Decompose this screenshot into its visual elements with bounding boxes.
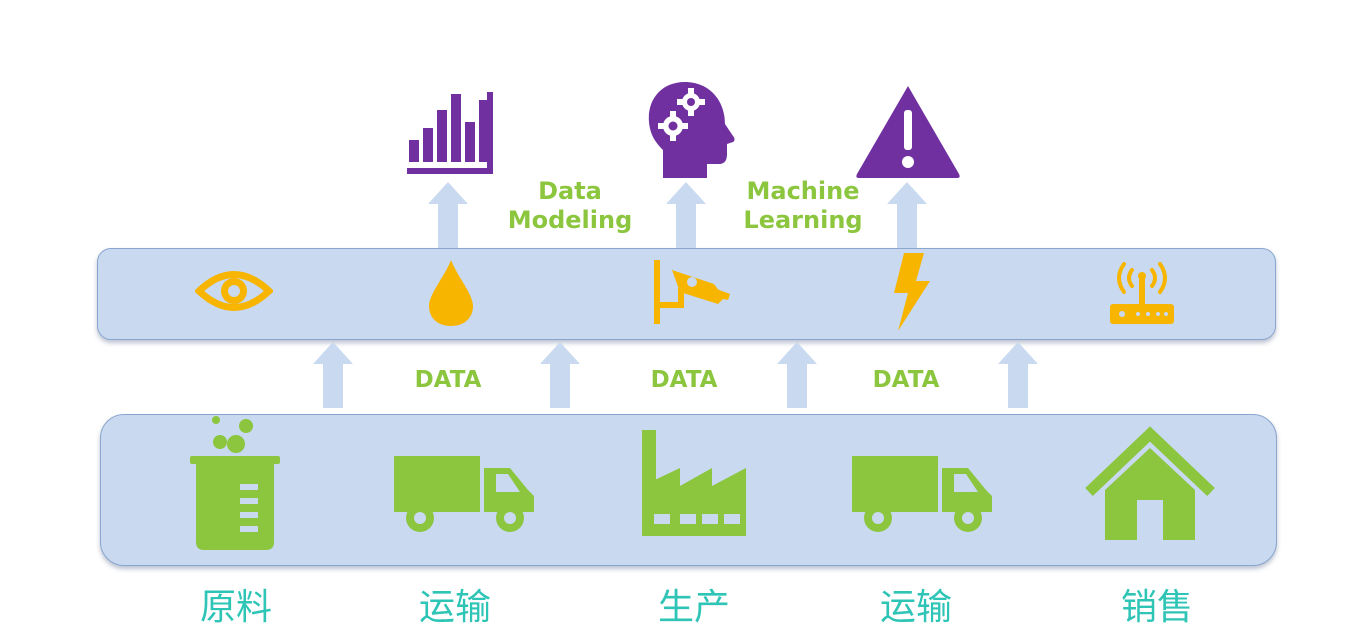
beaker-icon [188, 414, 282, 554]
machine-learning-label: Machine Learning [743, 177, 863, 234]
warning-triangle-icon [853, 82, 963, 180]
factory-icon [640, 428, 748, 538]
up-arrow [540, 342, 580, 408]
stage-label-transport: 运输 [879, 587, 952, 628]
security-camera-icon [654, 258, 734, 326]
head-gears-icon [645, 80, 735, 180]
wifi-router-icon [1108, 260, 1176, 326]
stage-label-sales: 销售 [1120, 587, 1193, 628]
house-icon [1083, 426, 1217, 542]
stage-label-transport: 运输 [418, 587, 491, 628]
data-label: DATA [872, 367, 940, 393]
stage-label-raw-materials: 原料 [199, 587, 272, 628]
droplet-icon [427, 258, 475, 328]
eye-icon [193, 268, 275, 314]
truck-icon [392, 452, 536, 534]
stage-label-production: 生产 [657, 587, 730, 628]
data-label: DATA [414, 367, 482, 393]
truck-icon [850, 452, 994, 534]
data-modeling-label: Data Modeling [507, 177, 633, 234]
up-arrow [428, 182, 468, 248]
bar-chart-icon [405, 92, 495, 180]
up-arrow [666, 182, 706, 248]
up-arrow [998, 342, 1038, 408]
data-label: DATA [650, 367, 718, 393]
up-arrow [887, 182, 927, 248]
lightning-bolt-icon [890, 253, 932, 331]
up-arrow [777, 342, 817, 408]
up-arrow [313, 342, 353, 408]
